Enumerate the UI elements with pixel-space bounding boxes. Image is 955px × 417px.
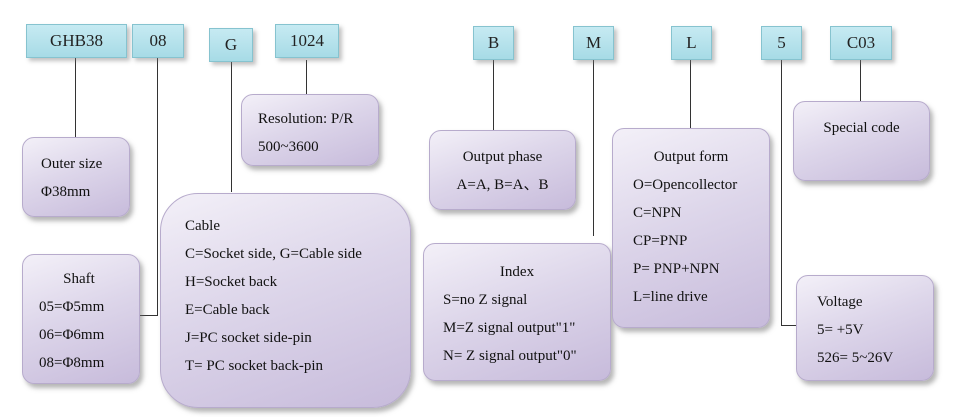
shaft-box: Shaft 05=Φ5mm 06=Φ6mm 08=Φ8mm — [22, 254, 140, 384]
index-title: Index — [499, 264, 535, 280]
connector-5-voltage — [781, 60, 782, 326]
voltage-option: 526= 5~26V — [817, 350, 894, 366]
outer-size-value: Φ38mm — [41, 184, 91, 200]
shaft-title: Shaft — [63, 271, 95, 287]
index-box: Index S=no Z signal M=Z signal output"1"… — [423, 243, 611, 381]
output-form-option: CP=PNP — [633, 233, 688, 249]
voltage-box: Voltage 5= +5V 526= 5~26V — [796, 275, 934, 381]
output-phase-title: Output phase — [462, 149, 543, 165]
connector-5-voltage-h — [781, 325, 797, 326]
output-form-option: L=line drive — [633, 289, 708, 305]
connector-m-index — [593, 60, 594, 236]
connector-b-output-phase — [493, 60, 494, 130]
connector-1024-resolution — [306, 60, 307, 94]
shaft-option: 06=Φ6mm — [39, 327, 105, 343]
output-form-option: O=Opencollector — [633, 177, 738, 193]
voltage-title: Voltage — [817, 294, 863, 310]
cable-option: C=Socket side, G=Cable side — [185, 246, 362, 262]
output-form-box: Output form O=Opencollector C=NPN CP=PNP… — [612, 128, 770, 328]
special-code-title: Special code — [823, 120, 900, 136]
connector-c03-special — [860, 60, 861, 102]
resolution-title: Resolution: P/R — [258, 111, 354, 127]
code-box-08: 08 — [132, 24, 184, 58]
resolution-value: 500~3600 — [258, 139, 319, 155]
code-box-5: 5 — [761, 26, 802, 60]
special-code-box: Special code — [793, 101, 930, 181]
code-box-m: M — [573, 26, 614, 60]
outer-size-title: Outer size — [41, 156, 103, 172]
cable-option: T= PC socket back-pin — [185, 358, 324, 374]
code-box-1024: 1024 — [275, 24, 339, 58]
voltage-option: 5= +5V — [817, 322, 864, 338]
output-form-option: C=NPN — [633, 205, 682, 221]
connector-08-shaft-h — [140, 315, 158, 316]
output-phase-box: Output phase A=A, B=A、B — [429, 130, 576, 210]
code-box-ghb38: GHB38 — [26, 24, 127, 58]
code-box-g: G — [209, 28, 253, 62]
resolution-box: Resolution: P/R 500~3600 — [241, 94, 379, 166]
output-form-title: Output form — [653, 149, 729, 165]
cable-option: E=Cable back — [185, 302, 270, 318]
connector-g-cable — [231, 62, 232, 192]
outer-size-box: Outer size Φ38mm — [22, 137, 130, 217]
connector-ghb38-outer-size — [75, 56, 76, 138]
shaft-option: 08=Φ8mm — [39, 355, 105, 371]
connector-08-shaft — [157, 56, 158, 315]
code-box-c03: C03 — [830, 26, 892, 60]
cable-box: Cable C=Socket side, G=Cable side H=Sock… — [160, 193, 411, 408]
code-box-l: L — [671, 26, 712, 60]
output-form-option: P= PNP+NPN — [633, 261, 720, 277]
connector-l-output-form — [690, 60, 691, 128]
cable-title: Cable — [185, 218, 220, 234]
cable-option: H=Socket back — [185, 274, 278, 290]
index-option: S=no Z signal — [443, 292, 528, 308]
index-option: N= Z signal output"0" — [443, 348, 577, 364]
index-option: M=Z signal output"1" — [443, 320, 576, 336]
cable-option: J=PC socket side-pin — [185, 330, 312, 346]
code-box-b: B — [473, 26, 514, 60]
output-phase-value: A=A, B=A、B — [456, 177, 549, 193]
shaft-option: 05=Φ5mm — [39, 299, 105, 315]
